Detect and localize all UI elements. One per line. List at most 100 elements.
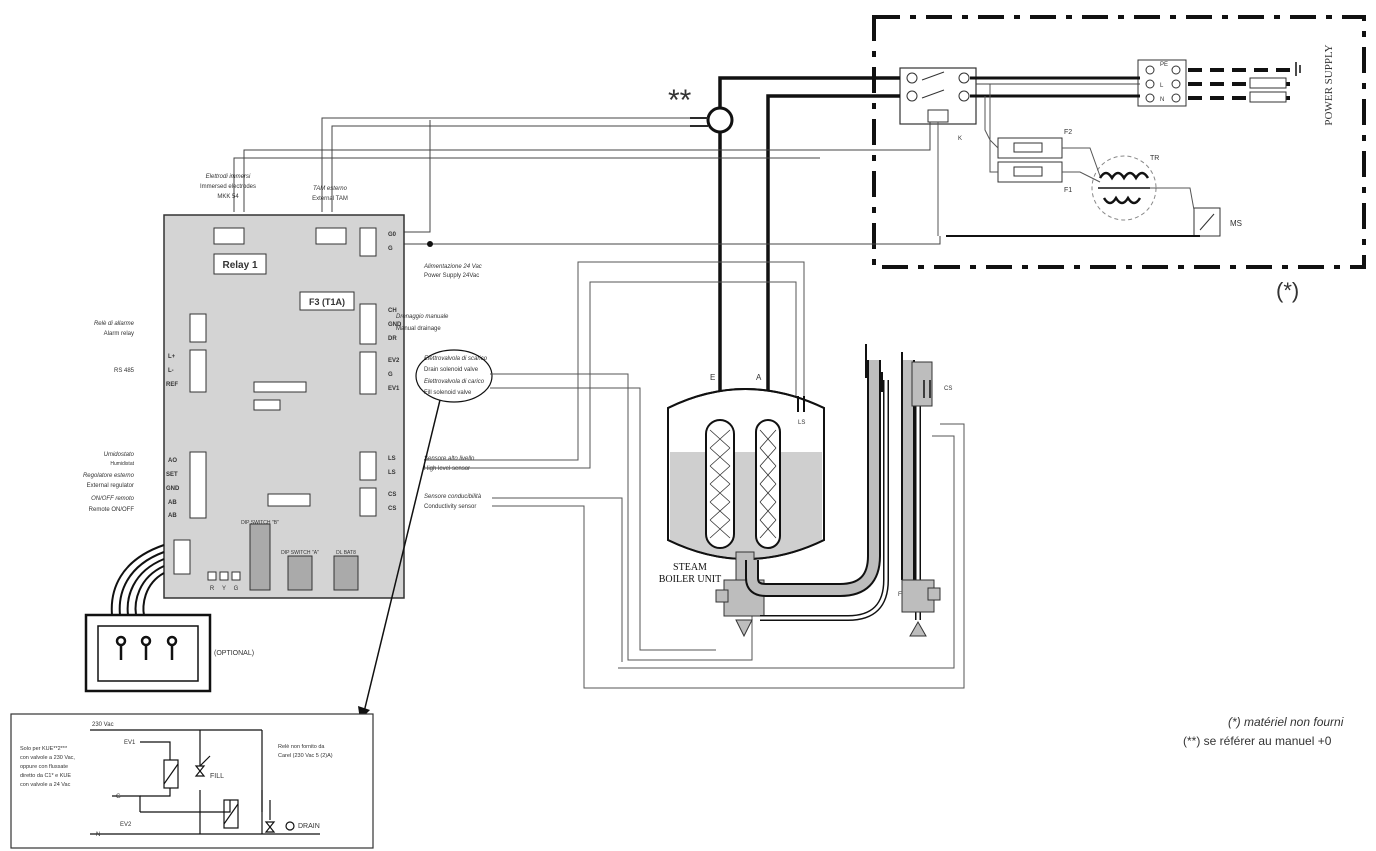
inset-note-line-2: con valvole a 230 Vac, <box>20 755 75 761</box>
boiler-label-2: BOILER UNIT <box>659 574 722 585</box>
terminal-pe-label: PE <box>1160 62 1168 68</box>
remote-onoff-en: Remote ON/OFF <box>89 507 135 513</box>
drain-valve-en: Drain solenoid valve <box>424 367 479 373</box>
inset-fill: FILL <box>210 773 224 780</box>
a-label: A <box>756 373 762 382</box>
level-sensor-en: High level sensor <box>424 466 470 472</box>
controller-board <box>163 214 405 599</box>
steam-boiler <box>667 388 825 638</box>
term-g: G <box>388 246 393 252</box>
term-dr: DR <box>388 336 397 342</box>
term-set: SET <box>166 472 178 478</box>
term-g2: G <box>388 372 393 378</box>
term-g0: G0 <box>388 232 397 238</box>
term-gnd2: GND <box>166 486 180 492</box>
footnote-1: (*) matériel non fourni <box>1228 715 1344 729</box>
optional-display <box>84 613 212 693</box>
fuse-f3-label: F3 (T1A) <box>309 297 345 307</box>
term-ref: REF <box>166 382 178 388</box>
k-label: K <box>958 136 962 142</box>
transformer-label: TR <box>1150 155 1159 162</box>
terminal-l-label: L <box>1160 83 1164 89</box>
tam-label-it: TAM esterno <box>313 186 348 192</box>
signal-wires <box>424 261 965 689</box>
term-gnd: GND <box>388 322 402 328</box>
alarm-relay-it: Relè di allarme <box>94 321 135 327</box>
optional-star: (*) <box>1276 278 1299 303</box>
boiler-label-1: STEAM <box>673 562 707 573</box>
alarm-relay-en: Alarm relay <box>104 331 134 337</box>
ext-regulator-en: External regulator <box>87 483 134 489</box>
inset-230vac: 230 Vac <box>92 722 114 728</box>
power-supply-label: POWER SUPPLY <box>1323 44 1335 125</box>
cond-sensor-en: Conductivity sensor <box>424 504 476 510</box>
term-ch: CH <box>388 308 397 314</box>
dipswitch-a: DIP SWITCH "A" <box>281 550 319 556</box>
inset-relay-note-2: Carel (230 Vac 5 (2)A) <box>278 753 333 759</box>
term-ab: AB <box>168 500 177 506</box>
term-ao: AO <box>168 458 177 464</box>
led-r: R <box>210 586 215 592</box>
electrodes-label-it: Elettrodi immersi <box>206 174 251 180</box>
term-ls1: LS <box>388 456 396 462</box>
drain-valve-it: Elettrovalvola di scarico <box>424 356 488 362</box>
manual-drain-it: Drenaggio manuale <box>396 314 449 320</box>
cs-label: CS <box>944 386 952 392</box>
term-ab2: AB <box>168 513 177 519</box>
current-transformer <box>706 106 734 134</box>
inset-relay-note-1: Relè non fornito da <box>278 744 325 750</box>
inset-ev2: EV2 <box>120 822 132 828</box>
humidistat-it: Umidostato <box>104 452 135 458</box>
inset-drain: DRAIN <box>298 823 320 830</box>
term-lminus: L- <box>168 368 174 374</box>
term-ev1: EV1 <box>388 386 400 392</box>
fill-valve-en: Fill solenoid valve <box>424 390 472 396</box>
fill-valve <box>901 579 941 637</box>
term-lplus: L+ <box>168 354 176 360</box>
ribbon-cable <box>110 544 165 616</box>
inset-g: G <box>116 794 121 800</box>
term-cs1: CS <box>388 492 396 498</box>
optional-label: (OPTIONAL) <box>214 650 254 657</box>
power-24-it: Alimentazione 24 Vac <box>423 264 482 270</box>
humidistat-en: Humidistat <box>110 461 134 467</box>
fill-valve-it: Elettrovalvola di carico <box>424 379 485 385</box>
term-ls2: LS <box>388 470 396 476</box>
inset-ev1: EV1 <box>124 740 136 746</box>
inset-note-line-3: oppure con flussate <box>20 764 68 770</box>
inset-note-line-5: con valvole a 24 Vac <box>20 782 71 788</box>
led-y: Y <box>222 586 226 592</box>
inset-note-line-4: diretto da C1* e KUE <box>20 773 71 779</box>
relay-1-label: Relay 1 <box>222 260 257 271</box>
e-label: E <box>710 373 715 382</box>
inset-note-line-1: Solo per KUE**2*** <box>20 746 68 752</box>
ls-label: LS <box>798 420 805 426</box>
ext-regulator-it: Regolatore esterno <box>83 473 135 479</box>
valve-callout-ellipse <box>415 349 493 403</box>
footnote-2: (**) se référer au manuel +0 <box>1183 734 1332 748</box>
water-pipes <box>745 360 933 621</box>
tam-label-en: External TAM <box>312 196 348 202</box>
led-g: G <box>234 586 239 592</box>
remote-onoff-it: ON/OFF remoto <box>91 496 135 502</box>
power-supply-enclosure <box>872 15 1366 269</box>
ms-label: MS <box>1230 219 1242 228</box>
rs485-label: RS 485 <box>114 368 135 374</box>
double-star-label: ** <box>668 84 692 117</box>
dipswitch-b: DIP SWITCH "B" <box>241 520 279 526</box>
terminal-n-label: N <box>1160 97 1164 103</box>
fuse-f2-label: F2 <box>1064 129 1072 136</box>
fuse-f1-label: F1 <box>1064 187 1072 194</box>
cond-sensor-it: Sensore conducibilità <box>424 494 482 500</box>
inset-n: N <box>96 832 100 838</box>
electrodes-code: MKK 54 <box>217 194 239 200</box>
power-cables <box>718 76 900 420</box>
dipswitch-dl: DL BAT8 <box>336 550 356 556</box>
manual-drain-en: Manual drainage <box>396 326 441 332</box>
electrodes-label-en: Immersed electrodes <box>200 184 256 190</box>
power-24-en: Power Supply 24Vac <box>424 273 479 279</box>
term-cs2: CS <box>388 506 396 512</box>
term-ev2: EV2 <box>388 358 400 364</box>
level-sensor-it: Sensore alto livello <box>424 456 475 462</box>
